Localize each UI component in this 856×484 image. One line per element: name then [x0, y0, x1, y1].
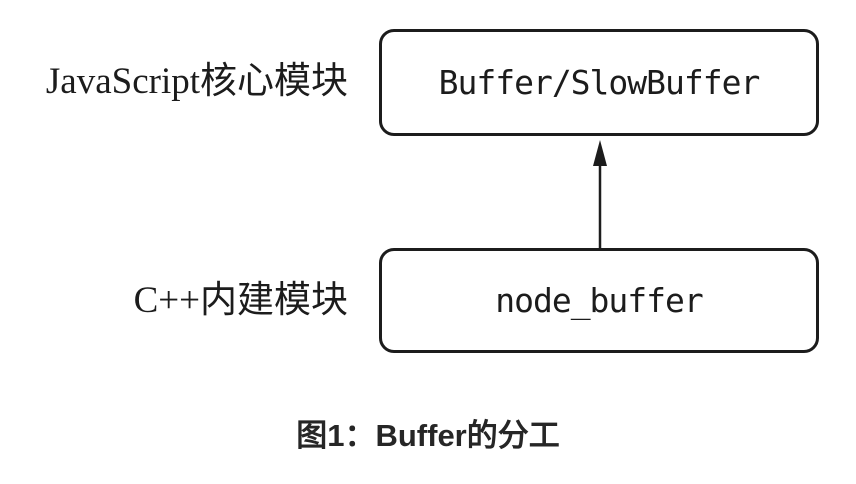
row-label-javascript-core-module: JavaScript核心模块: [45, 61, 348, 102]
figure-caption: 图1：Buffer的分工: [296, 418, 560, 453]
node-node-buffer: node_buffer: [379, 248, 819, 353]
row-label-cpp-builtin-module: C++内建模块: [133, 280, 348, 321]
node-buffer-slowbuffer-label: Buffer/SlowBuffer: [438, 63, 761, 102]
node-node-buffer-label: node_buffer: [495, 281, 704, 320]
arrow-up-icon: [589, 138, 611, 250]
node-buffer-slowbuffer: Buffer/SlowBuffer: [379, 29, 819, 136]
